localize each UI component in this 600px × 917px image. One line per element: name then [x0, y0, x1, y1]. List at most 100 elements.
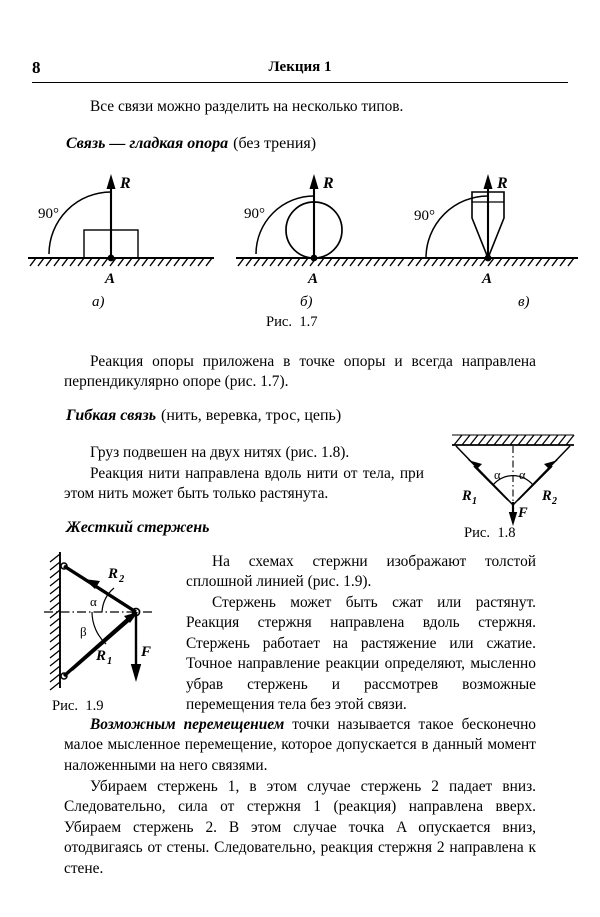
heading-flexible-term: Гибкая связь — [66, 407, 157, 424]
label-load-f-1-9: F — [140, 644, 151, 660]
wall-pin-upper — [60, 562, 68, 570]
label-reaction-1: R 1 — [461, 488, 477, 507]
label-reaction-v: R — [496, 175, 508, 192]
possible-displacement-rest: точки называется такое бесконечно малое … — [64, 716, 536, 774]
label-reaction-2-1-9: R 2 — [107, 566, 125, 585]
label-reaction-1-1-9: R 1 — [95, 648, 112, 667]
label-angle-alpha-left: α — [494, 468, 501, 482]
figure-1-9: α β R 2 R 1 F Рис. 1.9 — [44, 548, 174, 723]
running-title: Лекция 1 — [268, 59, 332, 75]
heading-smooth-support-qualifier: (без трения) — [233, 135, 317, 152]
figure-1-8-caption: Рис. 1.8 — [464, 525, 516, 541]
label-contact-point-b: A — [307, 271, 318, 287]
label-reaction-1-sub-1-9: 1 — [107, 656, 112, 667]
label-reaction-2-sub: 2 — [551, 496, 557, 507]
label-reaction-2: R 2 — [541, 488, 557, 507]
figure-1-9-drawing: α β R 2 R 1 F — [44, 552, 154, 691]
paragraph-flexible-1: Груз подвешен на двух нитях (рис. 1.8). — [64, 443, 424, 463]
label-reaction-2-base-1-9: R — [107, 566, 118, 582]
heading-flexible-qualifier: (нить, веревка, трос, цепь) — [161, 407, 342, 424]
label-angle-beta-1-9: β — [80, 624, 87, 639]
figure-1-7-panel-a: R 90° A — [28, 174, 214, 287]
paragraph-final: Убираем стержень 1, в этом случае стерже… — [64, 777, 536, 879]
ground-hatching-a — [29, 257, 213, 267]
label-angle-alpha-right: α — [519, 468, 526, 482]
wedge-body-v — [471, 191, 505, 261]
label-angle-alpha-1-9: α — [90, 594, 97, 609]
label-contact-point-v: A — [481, 271, 492, 287]
paragraph-intro: Все связи можно разделить на несколько т… — [64, 97, 534, 117]
wall-hatching — [49, 553, 61, 691]
label-angle-v: 90° — [414, 208, 435, 224]
heading-rigid-rod: Жесткий стержень — [66, 518, 366, 538]
paragraph-final-text: Убираем стержень 1, в этом случае стерже… — [64, 778, 536, 877]
paragraph-reaction-support-text: Реакция опоры приложена в точке опоры и … — [64, 353, 536, 391]
paragraph-flexible-2: Реакция нити направлена вдоль нити от те… — [64, 464, 424, 505]
angle-arc-1-8 — [492, 475, 534, 486]
paragraph-rod-2-text: Стержень может быть сжат или растянут. Р… — [186, 594, 536, 714]
label-reaction-1-base: R — [461, 488, 472, 504]
possible-displacement-term: Возможным перемещением — [90, 716, 285, 733]
label-reaction-a: R — [119, 175, 131, 192]
ground-hatching-b — [237, 257, 405, 267]
intro-text: Все связи можно разделить на несколько т… — [90, 98, 404, 115]
right-angle-arc-v — [425, 195, 489, 259]
contact-point-dot-v — [484, 254, 492, 262]
reaction-1-arrow-shaft — [473, 465, 509, 501]
contact-point-dot-b — [310, 254, 318, 262]
figure-1-7-sublabel-a: а) — [92, 294, 105, 310]
running-head: 8 Лекция 1 — [32, 58, 568, 84]
reaction-arrow-head-v — [483, 174, 493, 189]
right-angle-arc-a — [48, 191, 112, 255]
heading-smooth-support: Связь — гладкая опора(без трения) — [66, 134, 536, 154]
angle-arc-alpha — [101, 587, 115, 613]
paragraph-rod-1-text: На схемах стержни изображают толстой спл… — [186, 553, 536, 591]
label-reaction-2-base: R — [541, 488, 552, 504]
paragraph-flexible-2-text: Реакция нити направлена вдоль нити от те… — [64, 465, 424, 503]
paragraph-possible-displacement: Возможным перемещением точки называется … — [64, 715, 536, 776]
right-angle-arc-b — [255, 195, 315, 255]
label-reaction-2-sub-1-9: 2 — [118, 574, 125, 585]
paragraph-rod-1: На схемах стержни изображают толстой спл… — [186, 552, 536, 593]
header-rule — [32, 82, 568, 83]
label-reaction-1-base-1-9: R — [95, 648, 106, 664]
reaction-1-arrow-head-1-9 — [124, 612, 138, 623]
reaction-1-arrow-head — [468, 460, 482, 468]
reaction-2-arrow-head-1-9 — [84, 579, 100, 589]
reaction-2-arrow-shaft — [517, 465, 553, 501]
figure-1-7-sublabel-b: б) — [300, 294, 313, 310]
label-contact-point-a: A — [104, 271, 115, 287]
figure-1-7-panel-v: R 90° A — [406, 174, 578, 287]
figure-1-7-panel-b: R 90° A — [236, 174, 408, 287]
reaction-2-arrow-head — [544, 460, 558, 468]
reaction-arrow-head-a — [106, 174, 116, 189]
contact-point-dot-a — [107, 254, 115, 262]
load-arrow-head — [508, 512, 518, 526]
wall-pin-lower — [60, 672, 68, 680]
reaction-2-arrow-shaft-1-9 — [91, 583, 131, 609]
label-reaction-1-sub: 1 — [472, 496, 477, 507]
figure-1-7-sublabel-v: в) — [518, 294, 530, 310]
reaction-1-arrow-shaft-1-9 — [71, 617, 133, 671]
angle-arc-beta — [91, 611, 107, 645]
label-angle-a: 90° — [38, 206, 59, 222]
figure-1-9-caption: Рис. 1.9 — [52, 698, 104, 714]
page-number: 8 — [32, 58, 41, 77]
heading-flexible-connection: Гибкая связь(нить, веревка, трос, цепь) — [66, 406, 466, 426]
ceiling-hatching — [452, 434, 575, 446]
label-angle-b: 90° — [244, 206, 265, 222]
figure-1-7: R 90° A — [26, 170, 578, 320]
figure-1-8-drawing: α α R 1 R 2 F — [452, 434, 575, 526]
ground-hatching-v — [407, 257, 575, 267]
figure-1-8: α α R 1 R 2 F Рис. 1.8 — [438, 422, 588, 544]
label-reaction-b: R — [322, 175, 334, 192]
load-arrow-head-1-9 — [130, 664, 142, 682]
heading-rigid-rod-term: Жесткий стержень — [66, 519, 210, 536]
paragraph-rod-2: Стержень может быть сжат или растянут. Р… — [186, 593, 536, 715]
paragraph-flexible-1-text: Груз подвешен на двух нитях (рис. 1.8). — [90, 444, 350, 461]
reaction-arrow-head-b — [309, 174, 319, 189]
label-load-f: F — [517, 505, 528, 521]
figure-1-7-caption: Рис. 1.7 — [266, 314, 318, 330]
paragraph-reaction-support: Реакция опоры приложена в точке опоры и … — [64, 352, 536, 393]
